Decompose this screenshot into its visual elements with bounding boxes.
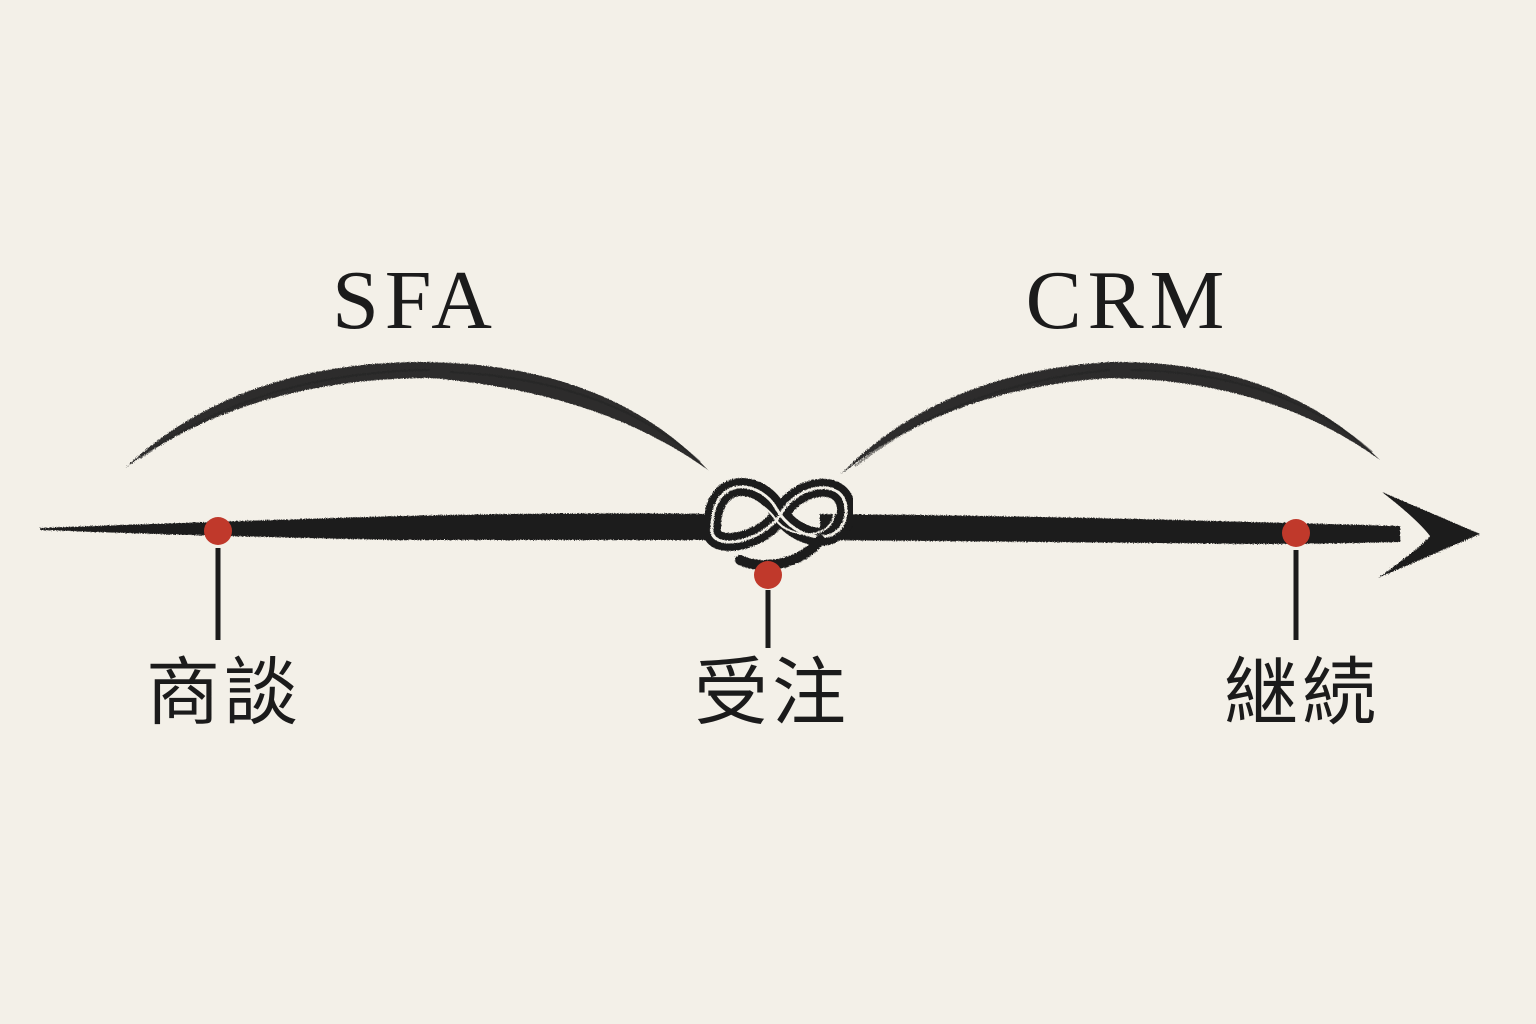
phase-label-crm: CRM (1026, 254, 1231, 347)
stage-marker-negotiation (204, 517, 232, 640)
stage-label-continuation: 継続 (1224, 650, 1380, 736)
knot-icon (703, 478, 856, 571)
crm-arc (840, 361, 1380, 475)
phase-label-sfa: SFA (332, 254, 498, 347)
stage-marker-order (754, 561, 782, 648)
sfa-arc (125, 361, 708, 470)
stage-label-negotiation: 商談 (146, 650, 302, 736)
stage-label-order: 受注 (694, 650, 850, 736)
stage-marker-continuation (1282, 519, 1310, 640)
